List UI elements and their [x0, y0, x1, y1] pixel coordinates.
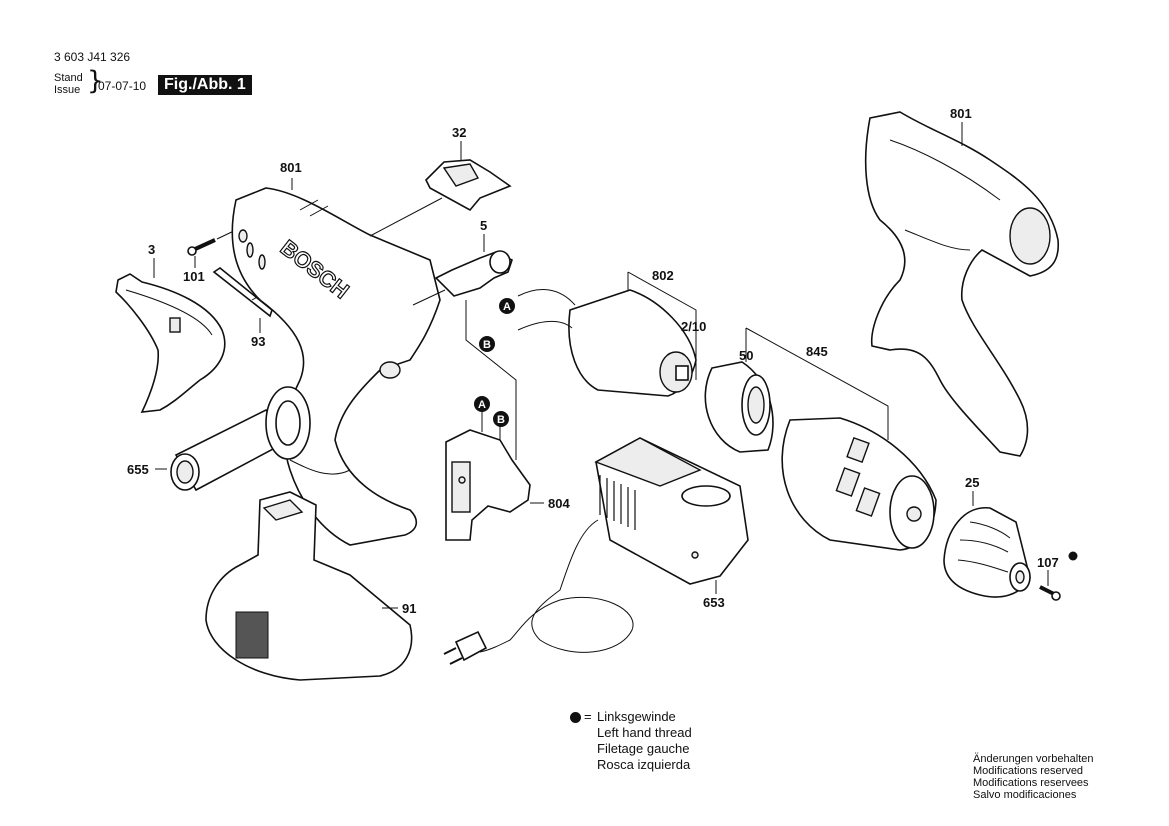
brace-glyph: }: [87, 66, 104, 96]
label-91: 91: [402, 601, 416, 616]
legend-line-de: Linksgewinde: [597, 709, 676, 724]
label-653: 653: [703, 595, 725, 610]
part-housing-right[interactable]: [864, 111, 1059, 457]
part-motor[interactable]: [517, 289, 697, 397]
modifications-es: Salvo modificaciones: [973, 789, 1077, 801]
legend-line-es: Rosca izquierda: [597, 757, 691, 772]
part-screw-107[interactable]: [1039, 585, 1061, 601]
label-50: 50: [739, 348, 753, 363]
stand-label: Stand: [54, 72, 83, 84]
legend-row: = Linksgewinde: [570, 709, 692, 725]
svg-text:B: B: [483, 339, 491, 351]
part-direction-switch[interactable]: [434, 250, 513, 297]
part-belt-clip[interactable]: [115, 273, 226, 413]
label-802: 802: [652, 268, 674, 283]
label-845: 845: [806, 344, 828, 359]
label-801-left: 801: [280, 160, 302, 175]
modifications-en: Modifications reserved: [973, 765, 1084, 777]
modifications-note: Änderungen vorbehalten Modifications res…: [973, 753, 1093, 801]
label-107: 107: [1037, 555, 1059, 570]
left-hand-thread-icon: [570, 712, 581, 723]
part-aux-handle[interactable]: [170, 386, 311, 492]
label-5: 5: [480, 218, 487, 233]
part-screw-101[interactable]: [187, 238, 216, 256]
label-801-right: 801: [950, 106, 972, 121]
connector-a-switch: A: [474, 396, 490, 412]
label-101: 101: [183, 269, 205, 284]
label-93: 93: [251, 334, 265, 349]
part-charger[interactable]: [594, 437, 749, 585]
part-switch[interactable]: [445, 429, 531, 541]
label-25: 25: [965, 475, 979, 490]
label-3: 3: [148, 242, 155, 257]
svg-text:A: A: [503, 301, 511, 313]
part-switch-cover[interactable]: [425, 159, 512, 212]
modifications-fr: Modifications reservees: [973, 777, 1089, 789]
issue-date: 07-07-10: [98, 79, 147, 93]
part-code: 3 603 J41 326: [54, 50, 131, 64]
part-gear-ring[interactable]: [704, 361, 774, 453]
part-battery[interactable]: [205, 491, 413, 681]
label-32: 32: [452, 125, 466, 140]
connector-b-switch: B: [493, 411, 509, 427]
part-chuck[interactable]: [943, 507, 1031, 598]
svg-text:B: B: [497, 414, 505, 426]
figure-label: Fig./Abb. 1: [158, 75, 252, 95]
stand-issue-label: Stand Issue: [54, 72, 83, 96]
legend-line-fr: Filetage gauche: [597, 741, 690, 756]
label-804: 804: [548, 496, 570, 511]
connector-a-motor: A: [499, 298, 515, 314]
label-655: 655: [127, 462, 149, 477]
left-hand-thread-dot: [1068, 551, 1078, 561]
part-housing-left[interactable]: BOSCH: [231, 187, 441, 546]
charger-cord: [443, 519, 634, 665]
label-2-10: 2/10: [681, 319, 706, 334]
issue-label: Issue: [54, 84, 81, 96]
connector-b-motor: B: [479, 336, 495, 352]
svg-text:A: A: [478, 399, 486, 411]
legend: = Linksgewinde Left hand thread Filetage…: [570, 709, 692, 773]
modifications-de: Änderungen vorbehalten: [973, 753, 1094, 765]
legend-equals: =: [584, 709, 592, 724]
legend-line-en: Left hand thread: [597, 725, 692, 740]
part-gearbox[interactable]: [781, 417, 937, 551]
